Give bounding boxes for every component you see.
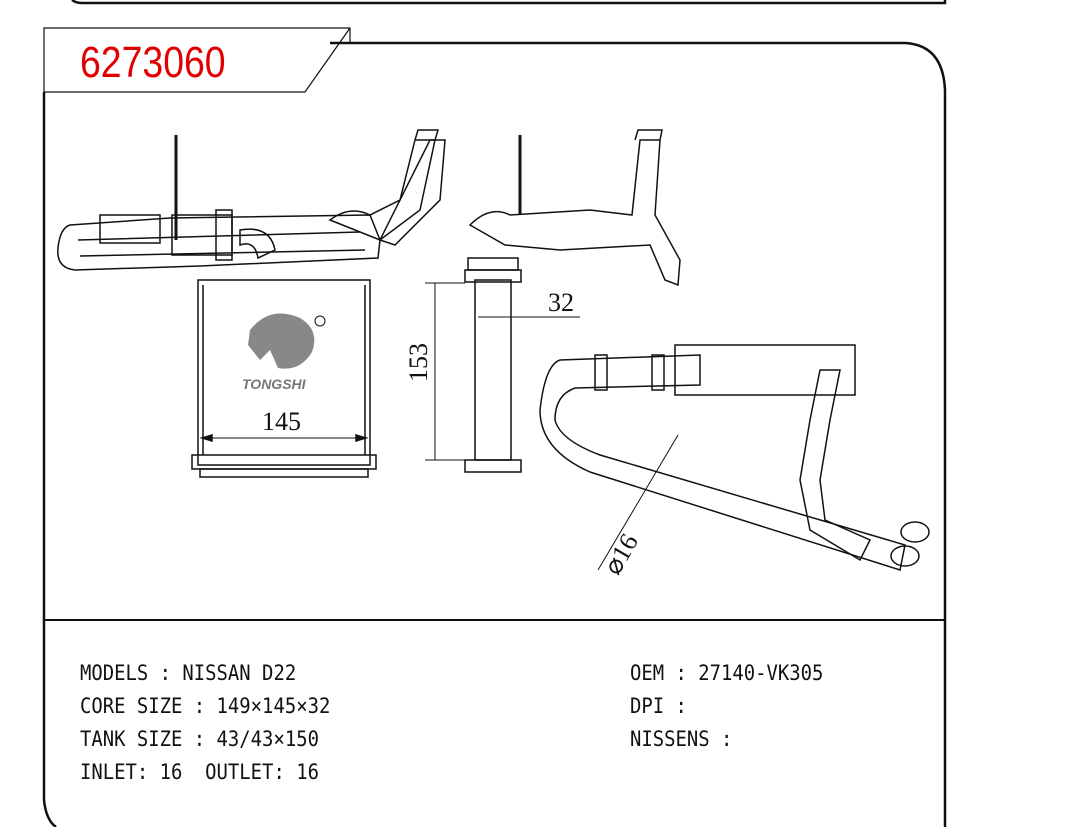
top-frame-edge	[71, 0, 947, 5]
frame-border	[42, 41, 947, 827]
side-view	[425, 129, 681, 473]
dimension-width: 145	[262, 407, 301, 436]
brand-logo-text: TONGSHI	[242, 376, 306, 392]
dimension-depth: 32	[548, 288, 574, 317]
front-view	[57, 129, 446, 478]
spec-oem: OEM : 27140-VK305	[630, 661, 824, 685]
part-number: 6273060	[80, 38, 226, 87]
spec-dpi: DPI :	[630, 694, 687, 718]
brand-logo	[248, 313, 326, 369]
dimension-height: 153	[404, 343, 433, 382]
spec-models: MODELS : NISSAN D22	[80, 661, 297, 685]
part-number-tab	[43, 27, 351, 93]
spec-nissens: NISSENS :	[630, 727, 733, 751]
spec-tank-size: TANK SIZE : 43/43×150	[80, 727, 319, 751]
spec-core-size: CORE SIZE : 149×145×32	[80, 694, 331, 718]
spec-inlet-outlet: INLET: 16 OUTLET: 16	[80, 760, 319, 784]
top-view-pipes	[539, 344, 930, 571]
